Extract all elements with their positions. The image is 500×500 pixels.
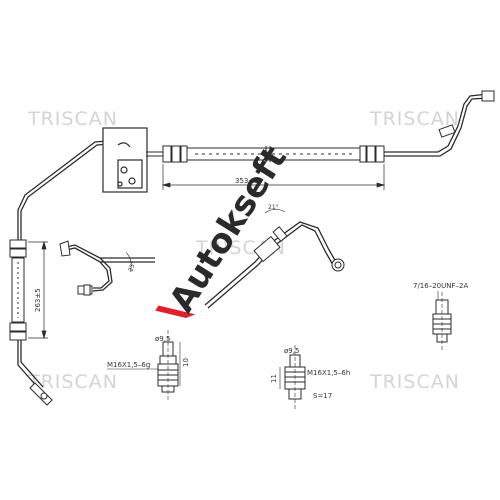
label-len-left: 10 [182, 358, 190, 367]
label-angle-left: 25° [127, 260, 137, 272]
detail-fitting-right [432, 292, 452, 350]
watermark-top-left: TRISCAN [27, 108, 118, 130]
mounting-bracket [102, 127, 148, 193]
dimension-left-vertical [28, 240, 48, 340]
fitting-mid-left [59, 240, 93, 296]
logo-accent-mark [155, 305, 196, 318]
label-left-length: 263±5 [34, 288, 42, 312]
hose-left-vertical [9, 239, 27, 341]
label-thread-left: M16X1,5–6g [107, 361, 150, 369]
brake-pipe-mid-left [61, 244, 155, 292]
dimension-hose-length [161, 164, 386, 190]
brake-pipe-main [17, 139, 121, 391]
detail-fitting-left [157, 330, 181, 402]
watermark-bottom-left: TRISCAN [27, 371, 118, 393]
watermark-bottom-right: TRISCAN [369, 371, 460, 393]
fitting-top-right [438, 90, 495, 138]
label-angle-top: 21° [268, 204, 279, 211]
label-hose-length: 353±3 [235, 177, 259, 185]
autokseft-logo: Autokseft [155, 140, 295, 320]
label-wrench: S=17 [313, 392, 332, 400]
angle-arc-top [264, 208, 286, 214]
label-dia-left: ø9,5 [155, 335, 170, 343]
brake-pipe-top-right [384, 93, 489, 157]
hose-top-horizontal [146, 145, 385, 163]
detail-fitting-mid [279, 345, 306, 410]
logo-text: Autokseft [162, 140, 295, 320]
label-dia-mid: ø9,5 [284, 347, 299, 355]
fitting-bottom-left [29, 382, 53, 406]
watermark-top-right: TRISCAN [369, 108, 460, 130]
hose-center [253, 226, 288, 263]
label-len-mid: 11 [270, 374, 278, 383]
fitting-center-right [331, 258, 345, 272]
angle-arc-left [125, 251, 132, 273]
label-thread-right: 7/16–20UNF–2A [413, 282, 468, 290]
label-thread-mid: M16X1,5–6h [307, 369, 350, 377]
brake-pipe-center [204, 221, 337, 309]
